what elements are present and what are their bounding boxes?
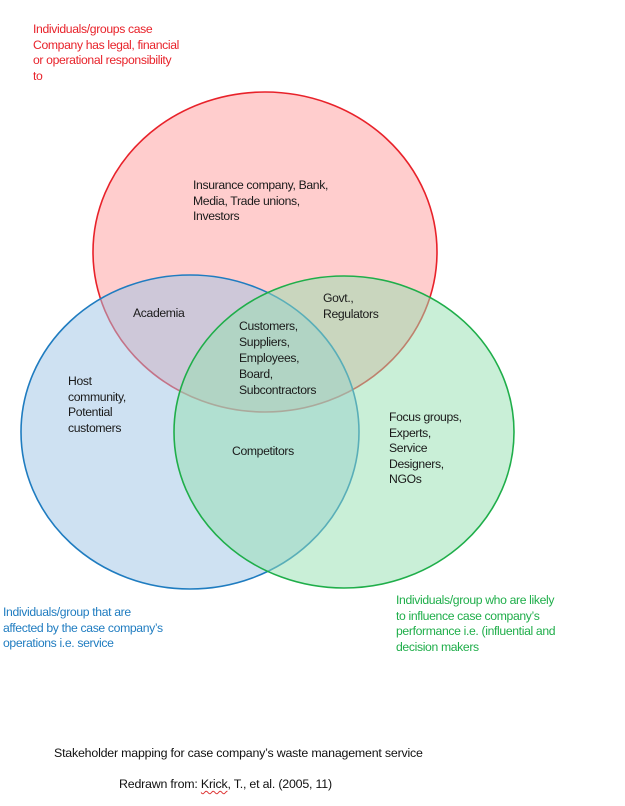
region-right-only: Focus groups, Experts, Service Designers… bbox=[389, 410, 462, 486]
figure-source: Redrawn from: Krick, T., et al. (2005, 1… bbox=[119, 777, 332, 791]
region-left-right-overlap: Competitors bbox=[232, 444, 294, 458]
top-circle-description: Individuals/groups case Company has lega… bbox=[33, 22, 180, 83]
region-top-left-overlap: Academia bbox=[133, 306, 185, 320]
region-left-only: Host community, Potential customers bbox=[68, 374, 126, 435]
right-circle-description: Individuals/group who are likely to infl… bbox=[396, 593, 556, 654]
source-prefix: Redrawn from: bbox=[119, 777, 201, 791]
source-rest: , T., et al. (2005, 11) bbox=[227, 777, 332, 791]
circle-influence-performance bbox=[173, 275, 515, 589]
figure-caption: Stakeholder mapping for case company’s w… bbox=[54, 746, 423, 760]
region-top-only: Insurance company, Bank, Media, Trade un… bbox=[193, 178, 328, 223]
region-top-right-overlap: Govt., Regulators bbox=[323, 291, 379, 321]
left-circle-description: Individuals/group that are affected by t… bbox=[3, 605, 163, 650]
region-center-overlap: Customers, Suppliers, Employees, Board, … bbox=[239, 319, 317, 397]
source-author: Krick bbox=[200, 777, 228, 791]
